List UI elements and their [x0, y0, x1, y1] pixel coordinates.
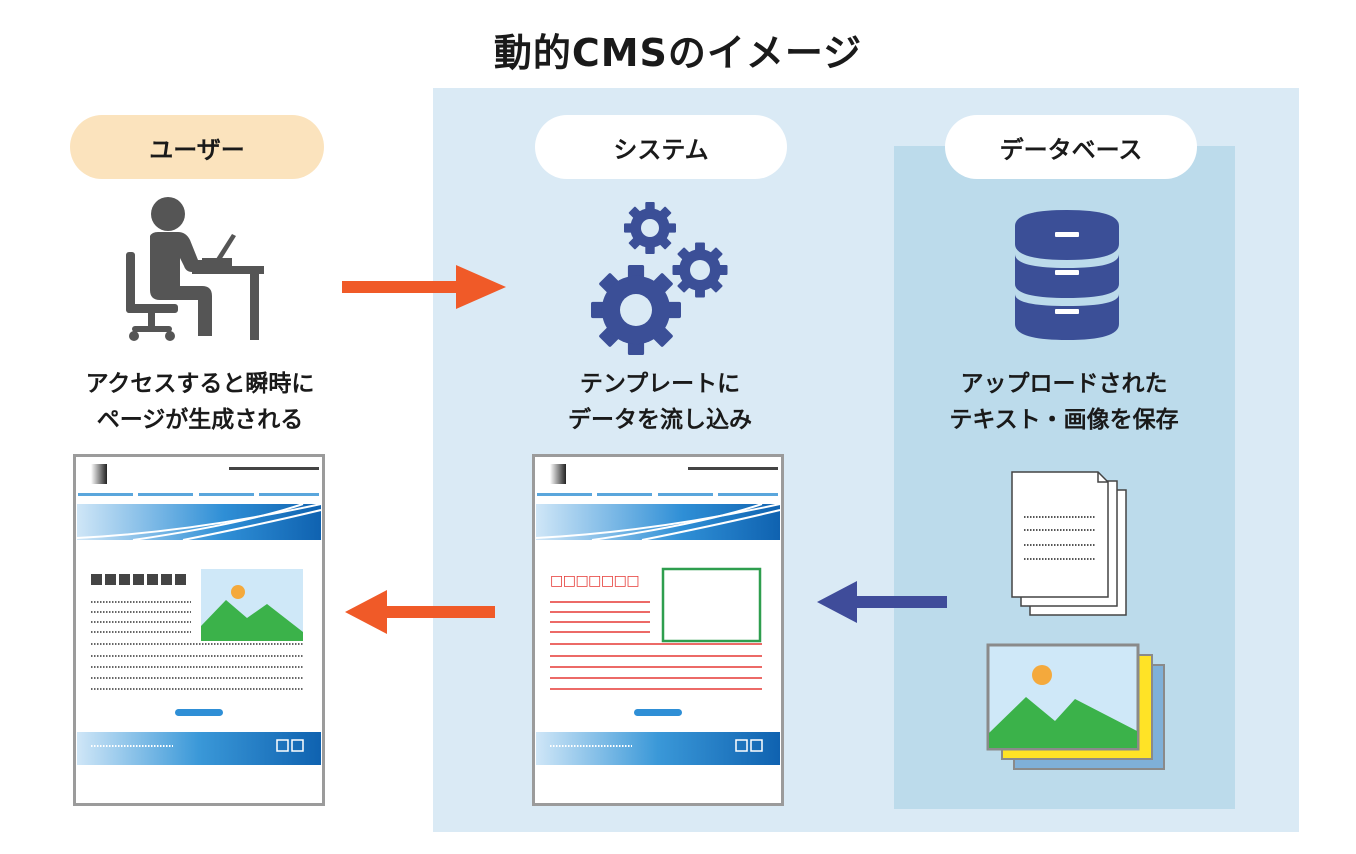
arrow-left-icon — [817, 581, 947, 623]
user-label: ユーザー — [70, 115, 324, 179]
database-caption: アップロードされた テキスト・画像を保存 — [949, 371, 1179, 433]
arrow-right-icon — [342, 265, 506, 309]
template-placeholder: □□□□□□□ — [550, 573, 639, 589]
person-at-desk-icon — [126, 197, 264, 341]
template-webpage: □□□□□□□ — [532, 454, 784, 806]
documents-icon — [1011, 471, 1127, 616]
database-label: データベース — [945, 115, 1197, 179]
images-icon — [986, 643, 1165, 770]
arrow-left-icon — [345, 590, 495, 634]
user-caption: アクセスすると瞬時に ページが生成される — [85, 371, 315, 433]
system-label: システム — [535, 115, 787, 179]
generated-webpage — [73, 454, 325, 806]
database-icon — [1015, 210, 1119, 340]
gears-icon — [591, 202, 728, 355]
system-caption: テンプレートに データを流し込み — [568, 371, 752, 433]
page-title: 動的CMSのイメージ — [493, 31, 863, 75]
